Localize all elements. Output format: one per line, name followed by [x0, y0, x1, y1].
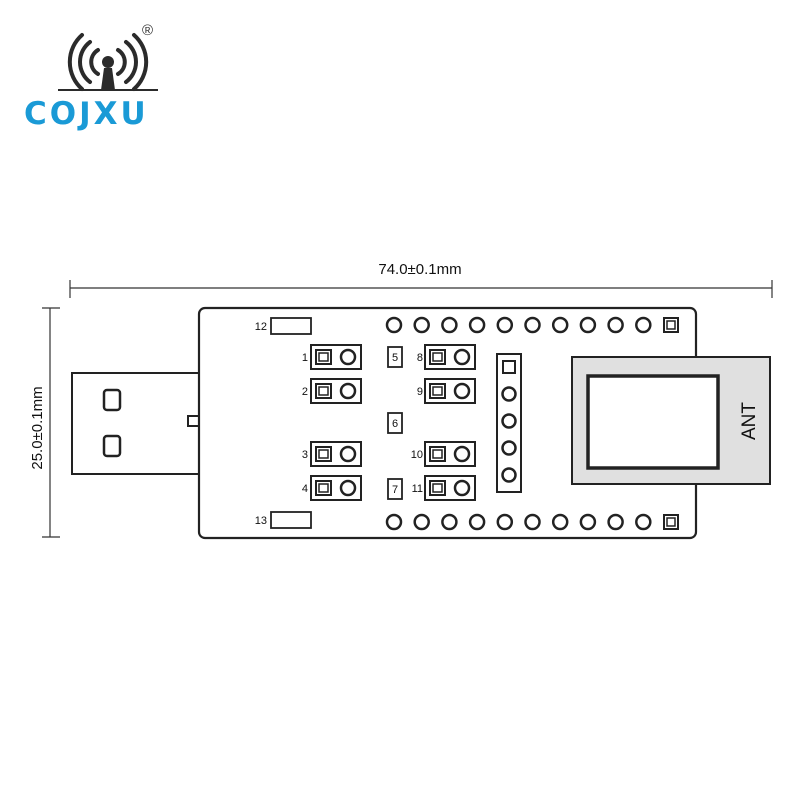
- top-header-pin: [468, 316, 486, 334]
- top-header-pin: [413, 316, 430, 334]
- height-dimension-label: 25.0±0.1mm: [29, 386, 46, 469]
- vertical-header-pin: [501, 467, 517, 483]
- bottom-header-pin-hole: [666, 517, 676, 527]
- brand-logo: ® COJXU: [20, 20, 180, 132]
- top-header-pin: [441, 316, 458, 334]
- single-pad: [387, 346, 403, 368]
- bottom-header-pin: [468, 513, 486, 531]
- vertical-header-pin: [501, 413, 517, 429]
- antenna-label: ANT: [739, 402, 760, 440]
- top-header-pin: [385, 316, 403, 334]
- top-header-pin: [524, 316, 541, 334]
- pin-label-12: 12: [255, 321, 267, 333]
- registered-mark: ®: [142, 22, 154, 39]
- jumper-pad-hole: [432, 352, 443, 362]
- bottom-header-pin: [579, 513, 597, 531]
- pin-label-4: 4: [302, 483, 308, 495]
- jumper-pad-round: [339, 382, 357, 400]
- pin-label-5: 5: [392, 352, 398, 364]
- jumper-pad-round: [339, 348, 357, 366]
- top-header-pin: [496, 316, 514, 334]
- pin-label-11: 11: [412, 483, 423, 495]
- bottom-header-pin: [385, 513, 403, 531]
- vertical-header-pin-square: [502, 360, 516, 374]
- pad-13: [270, 511, 312, 529]
- pin-label-9: 9: [417, 386, 423, 398]
- jumper-pad-round: [453, 348, 471, 366]
- bottom-header-pin: [413, 513, 430, 531]
- wireless-antenna-icon: [58, 33, 158, 91]
- single-pad: [387, 412, 403, 434]
- jumper-pad-hole: [318, 386, 329, 396]
- top-header-pin: [551, 316, 569, 334]
- pin-label-13: 13: [255, 515, 267, 527]
- bottom-header-pin: [441, 513, 458, 531]
- pad-12: [270, 317, 312, 335]
- pin-label-1: 1: [302, 352, 308, 364]
- vertical-header-outline: [496, 353, 522, 493]
- bottom-header-pin: [635, 513, 652, 531]
- top-header-pin: [635, 316, 652, 334]
- jumper-pad-hole: [432, 449, 443, 459]
- jumper-pad-hole: [318, 483, 329, 493]
- bottom-header-pin: [496, 513, 514, 531]
- jumper-pad-hole: [318, 449, 329, 459]
- single-pad: [387, 478, 403, 500]
- pin-label-10: 10: [411, 449, 423, 461]
- jumper-pad-round: [453, 445, 471, 463]
- bottom-header-pin: [607, 513, 624, 531]
- jumper-pad-round: [453, 479, 471, 497]
- pin-label-8: 8: [417, 352, 423, 364]
- jumper-pads: [310, 344, 476, 501]
- vertical-pin-header: [496, 353, 522, 493]
- top-pin-header: [385, 316, 679, 334]
- top-header-pin: [607, 316, 624, 334]
- jumper-pad-hole: [432, 386, 443, 396]
- top-header-pin-hole: [666, 320, 676, 330]
- jumper-pad-round: [453, 382, 471, 400]
- brand-name: COJXU: [24, 96, 149, 132]
- vertical-header-pin: [501, 386, 517, 402]
- pin-label-7: 7: [392, 484, 398, 496]
- jumper-pad-hole: [432, 483, 443, 493]
- pin-label-3: 3: [302, 449, 308, 461]
- jumper-pad-round: [339, 479, 357, 497]
- antenna-module: [571, 356, 771, 485]
- top-header-pin: [579, 316, 597, 334]
- width-dimension: [69, 280, 773, 298]
- pin-label-6: 6: [392, 418, 398, 430]
- bottom-pin-header: [385, 513, 679, 531]
- jumper-pad-round: [339, 445, 357, 463]
- vertical-header-pin: [501, 440, 517, 456]
- jumper-pad-hole: [318, 352, 329, 362]
- pin-label-2: 2: [302, 386, 308, 398]
- usb-connector: [71, 372, 218, 475]
- bottom-header-pin: [551, 513, 569, 531]
- width-dimension-label: 74.0±0.1mm: [378, 261, 461, 278]
- height-dimension: [42, 307, 60, 538]
- bottom-header-pin: [524, 513, 541, 531]
